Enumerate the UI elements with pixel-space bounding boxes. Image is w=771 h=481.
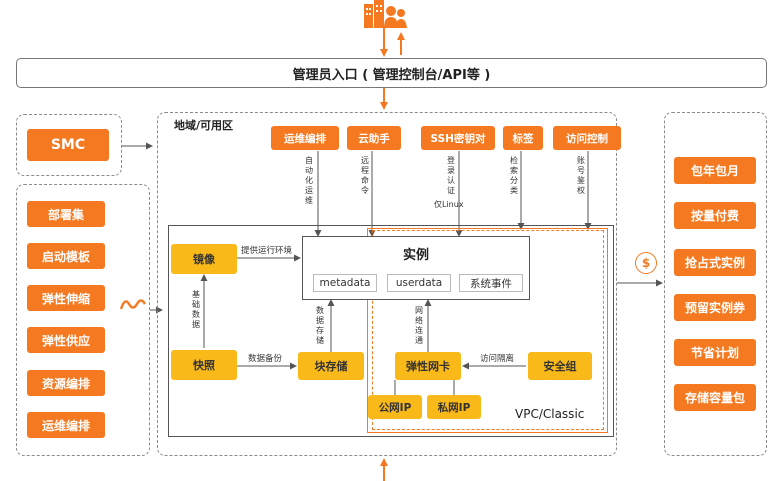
service-access-control[interactable]: 访问控制 xyxy=(553,126,621,150)
private-ip-box[interactable]: 私网IP xyxy=(427,395,481,419)
billing-storage-capacity[interactable]: 存储容量包 xyxy=(674,384,756,411)
vpc-inner-dashed xyxy=(372,230,604,430)
instance-metadata[interactable]: metadata xyxy=(313,274,377,292)
desc-linux-only: 仅Linux xyxy=(434,200,464,209)
vpc-label: VPC/Classic xyxy=(515,407,585,421)
desc-remote-command: 远程命令 xyxy=(361,156,369,195)
image-box[interactable]: 镜像 xyxy=(171,244,237,274)
snapshot-box[interactable]: 快照 xyxy=(171,350,237,380)
wave-icon xyxy=(119,296,148,312)
billing-savings-plan[interactable]: 节省计划 xyxy=(674,339,756,366)
edge-label-base-data: 基础数据 xyxy=(192,290,200,329)
tool-auto-scaling[interactable]: 弹性伸缩 xyxy=(27,285,105,311)
admin-users-icon xyxy=(360,0,408,30)
region-label: 地域/可用区 xyxy=(174,119,234,132)
edge-label-data-backup: 数据备份 xyxy=(248,354,283,364)
service-tags[interactable]: 标签 xyxy=(503,126,543,150)
service-ssh-keypair[interactable]: SSH密钥对 xyxy=(421,126,495,150)
vpc-container xyxy=(367,228,608,433)
region-container xyxy=(157,112,617,456)
smc-container xyxy=(16,114,122,176)
public-ip-box[interactable]: 公网IP xyxy=(368,395,422,419)
left-tools-container xyxy=(16,184,150,456)
edge-label-data-storage: 数据存储 xyxy=(316,306,324,345)
admin-entry-bar[interactable]: 管理员入口 ( 管理控制台/API等 ) xyxy=(16,58,767,88)
desc-automation-ops: 自动化运维 xyxy=(305,156,313,205)
admin-entry-label: 管理员入口 ( 管理控制台/API等 ) xyxy=(292,67,491,83)
desc-search-classify: 检索分类 xyxy=(510,156,518,195)
tool-elastic-supply[interactable]: 弹性供应 xyxy=(27,327,105,353)
billing-reserved-instance[interactable]: 预留实例券 xyxy=(674,294,756,321)
edge-label-run-env: 提供运行环境 xyxy=(241,246,293,256)
smc-button[interactable]: SMC xyxy=(27,129,109,161)
billing-subscription[interactable]: 包年包月 xyxy=(674,157,756,184)
tool-launch-template[interactable]: 启动模板 xyxy=(27,243,105,269)
instance-title: 实例 xyxy=(402,248,429,263)
billing-pay-as-you-go[interactable]: 按量付费 xyxy=(674,202,756,229)
compute-area xyxy=(168,225,614,437)
service-cloud-assistant[interactable]: 云助手 xyxy=(347,126,401,150)
edge-label-network: 网络连通 xyxy=(415,306,423,345)
tool-ops-orchestration[interactable]: 运维编排 xyxy=(27,412,105,438)
service-ops-orchestration[interactable]: 运维编排 xyxy=(271,126,339,150)
tool-resource-orchestration[interactable]: 资源编排 xyxy=(27,370,105,396)
billing-container xyxy=(664,112,767,456)
instance-userdata[interactable]: userdata xyxy=(387,274,451,292)
tool-deployment-set[interactable]: 部署集 xyxy=(27,201,105,227)
instance-system-events[interactable]: 系统事件 xyxy=(459,274,523,292)
security-group-box[interactable]: 安全组 xyxy=(528,352,592,380)
desc-account-auth: 账号鉴权 xyxy=(577,156,585,195)
dollar-icon: $ xyxy=(635,252,657,274)
billing-preemptible[interactable]: 抢占式实例 xyxy=(674,249,756,276)
edge-label-access-isolation: 访问隔离 xyxy=(480,354,515,364)
block-storage-box[interactable]: 块存储 xyxy=(298,352,364,380)
desc-login-auth: 登录认证 xyxy=(447,156,455,195)
eni-box[interactable]: 弹性网卡 xyxy=(395,352,461,380)
